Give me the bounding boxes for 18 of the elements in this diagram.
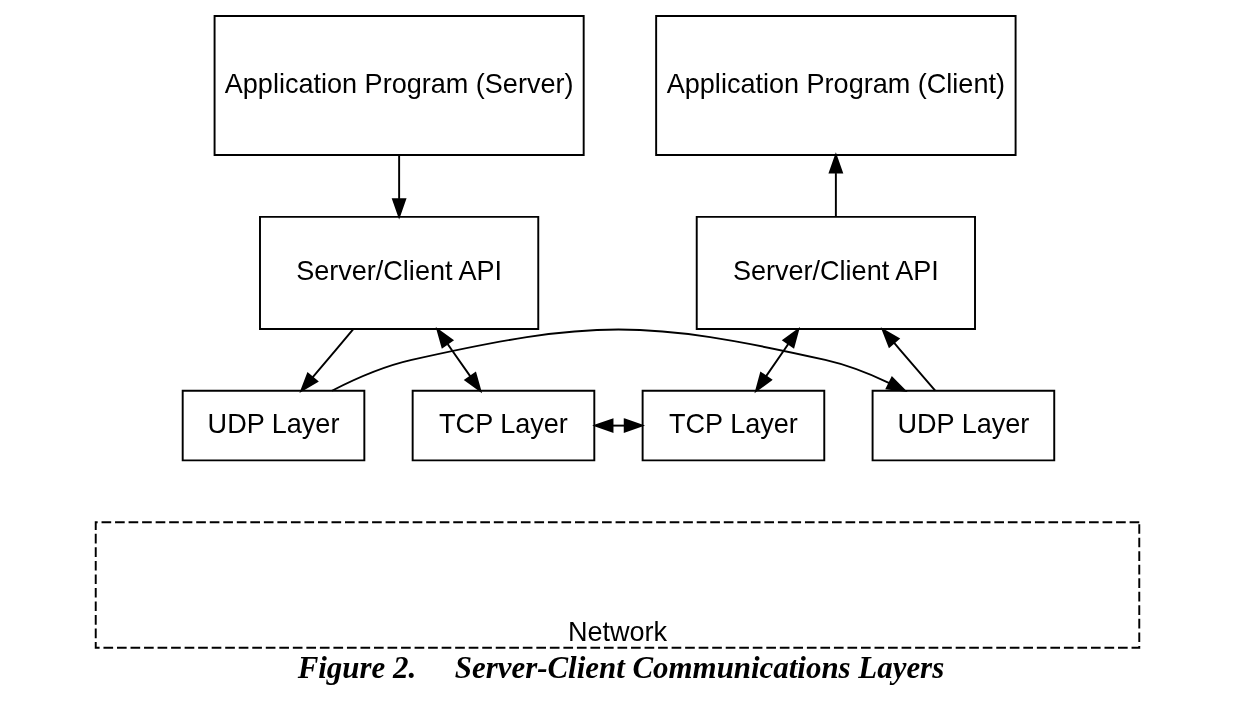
node-box: Application Program (Client)	[654, 14, 1017, 157]
node-box: Network	[94, 521, 1140, 649]
node-box: UDP Layer	[871, 389, 1055, 462]
node-box: Application Program (Server)	[213, 14, 585, 157]
arrow	[435, 327, 482, 394]
node-box: TCP Layer	[641, 389, 825, 462]
arrow	[298, 328, 354, 393]
caption: Figure 2. Server-Client Communications Layers	[297, 650, 944, 686]
node-box: TCP Layer	[411, 389, 595, 462]
arrow	[753, 327, 800, 394]
arrow	[827, 152, 843, 218]
arrow	[391, 154, 407, 220]
node-box: UDP Layer	[181, 389, 365, 462]
arrow	[880, 327, 936, 392]
node-box: Server/Client API	[695, 215, 976, 330]
node-box: Server/Client API	[258, 215, 539, 330]
arrow	[591, 418, 645, 434]
arrow	[330, 328, 908, 393]
